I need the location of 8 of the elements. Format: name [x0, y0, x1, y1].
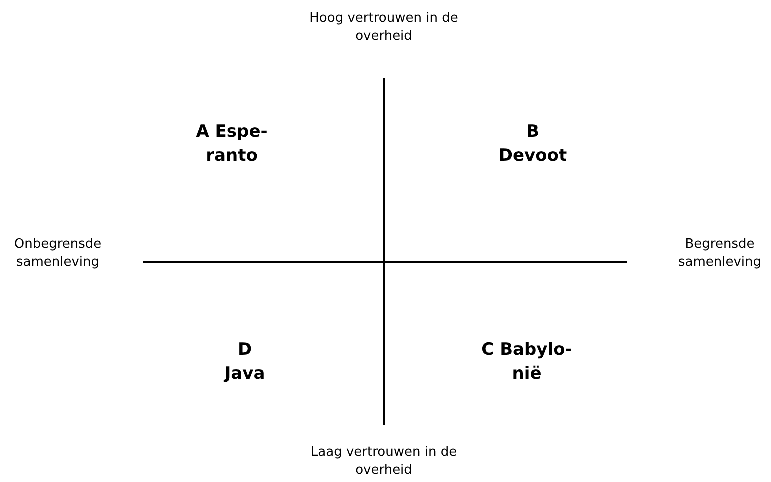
quadrant-label: B Devoot: [498, 121, 568, 168]
axis-label: Begrensde samenleving: [677, 236, 763, 272]
axis-label: Onbegrensde samenleving: [13, 236, 103, 272]
quadrant-label: A Espe- ranto: [195, 121, 269, 168]
axis-label: Hoog vertrouwen in de overheid: [308, 10, 460, 46]
quadrant-label: C Babylo- nië: [480, 339, 574, 386]
axis-label: Laag vertrouwen in de overheid: [310, 444, 458, 480]
quadrant-label: D Java: [222, 339, 266, 386]
